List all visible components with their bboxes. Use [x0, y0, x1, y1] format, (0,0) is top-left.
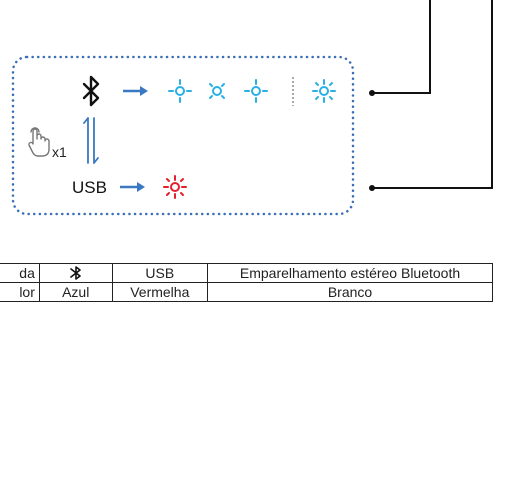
leader-line-bluetooth — [372, 0, 431, 94]
mode-box — [11, 55, 355, 216]
table-header-row: da USB Emparelhamento estéreo Bluetooth — [0, 263, 493, 283]
bluetooth-icon — [69, 265, 82, 282]
leader-dot-usb — [369, 185, 375, 191]
table-cell: Vermelha — [111, 282, 209, 302]
connection-diagram: x1 USB — [11, 0, 493, 216]
leader-line-usb — [372, 0, 493, 189]
table-header-cell — [38, 263, 113, 283]
mode-color-table: da USB Emparelhamento estéreo Bluetooth … — [0, 263, 493, 302]
arrow-right-icon — [120, 182, 145, 192]
table-header-cell: da — [0, 263, 40, 283]
finger-tap-icon — [28, 127, 50, 157]
tap-count-label: x1 — [52, 144, 67, 160]
table-cell: Branco — [207, 282, 493, 302]
led-light-icon — [244, 79, 268, 103]
toggle-arrows-icon — [83, 117, 99, 164]
led-light-icon — [168, 79, 192, 103]
arrow-right-icon — [123, 86, 148, 96]
usb-label: USB — [72, 178, 107, 197]
led-light-icon — [209, 83, 225, 99]
led-light-icon — [163, 175, 187, 199]
table-cell: lor — [0, 282, 40, 302]
table-header-cell: Emparelhamento estéreo Bluetooth — [207, 263, 493, 283]
bluetooth-icon — [82, 75, 100, 107]
table-row: lor Azul Vermelha Branco — [0, 282, 493, 302]
leader-dot-bluetooth — [369, 90, 375, 96]
led-light-icon — [312, 79, 336, 103]
table-header-cell: USB — [111, 263, 209, 283]
table-cell: Azul — [38, 282, 113, 302]
